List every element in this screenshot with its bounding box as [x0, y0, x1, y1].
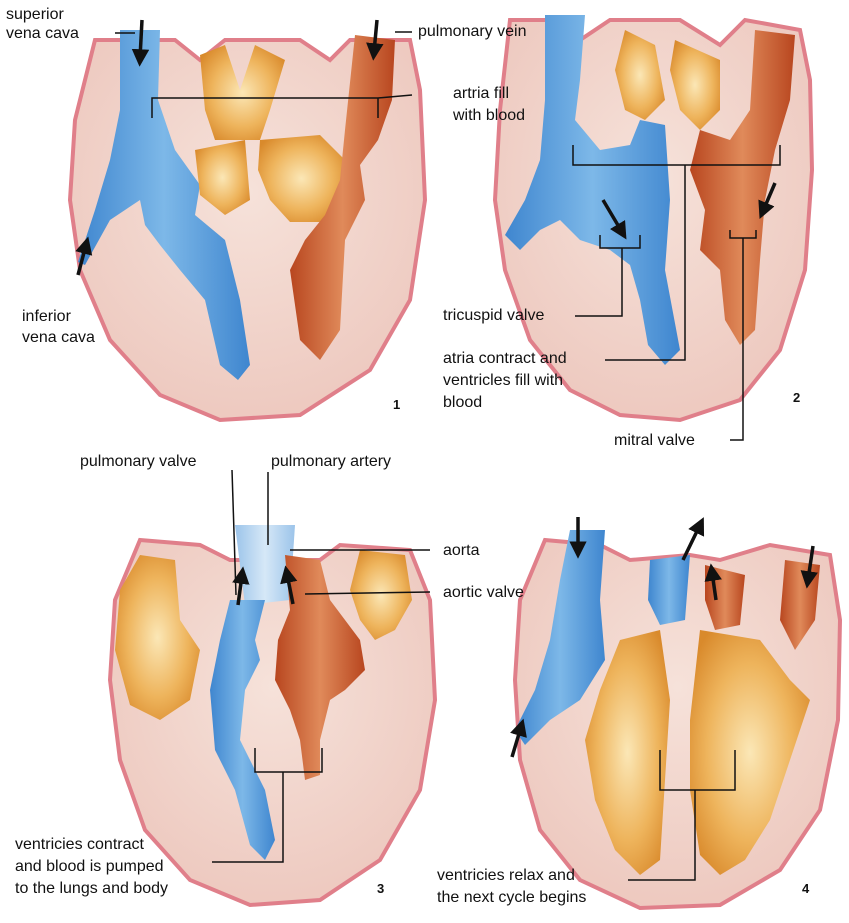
label-pulmonary-vein: pulmonary vein: [418, 22, 527, 41]
label-atria-contract-line1: atria contract and: [443, 349, 567, 368]
label-superior-vena-cava-line1: superior: [6, 5, 64, 24]
heart-panel-3: [110, 525, 435, 905]
label-ventricles-contract-line2: and blood is pumped: [15, 857, 164, 876]
label-tricuspid-valve: tricuspid valve: [443, 306, 544, 325]
label-ventricles-relax-line2: the next cycle begins: [437, 888, 586, 907]
label-pulmonary-valve: pulmonary valve: [80, 452, 197, 471]
label-ventricles-relax-line1: ventricies relax and: [437, 866, 575, 885]
label-superior-vena-cava-line2: vena cava: [6, 24, 79, 43]
label-inferior-vena-cava-line1: inferior: [22, 307, 71, 326]
label-atria-contract-line2: ventricles fill with: [443, 371, 563, 390]
panel-number-4: 4: [802, 881, 809, 896]
label-pulmonary-artery: pulmonary artery: [271, 452, 391, 471]
heart-panel-1: [70, 30, 425, 420]
arrow-superior-vena-cava: [140, 20, 142, 58]
label-ventricles-contract-line3: to the lungs and body: [15, 879, 168, 898]
label-aorta: aorta: [443, 541, 479, 560]
panel-number-3: 3: [377, 881, 384, 896]
label-ventricles-contract-line1: ventricies contract: [15, 835, 144, 854]
label-mitral-valve: mitral valve: [614, 431, 695, 450]
label-inferior-vena-cava-line2: vena cava: [22, 328, 95, 347]
panel-number-2: 2: [793, 390, 800, 405]
heart-panel-4: [515, 530, 840, 908]
label-atria-contract-line3: blood: [443, 393, 482, 412]
label-artria-fill-line2: with blood: [453, 106, 525, 125]
label-artria-fill-line1: artria fill: [453, 84, 509, 103]
label-aortic-valve: aortic valve: [443, 583, 524, 602]
panel-number-1: 1: [393, 397, 400, 412]
